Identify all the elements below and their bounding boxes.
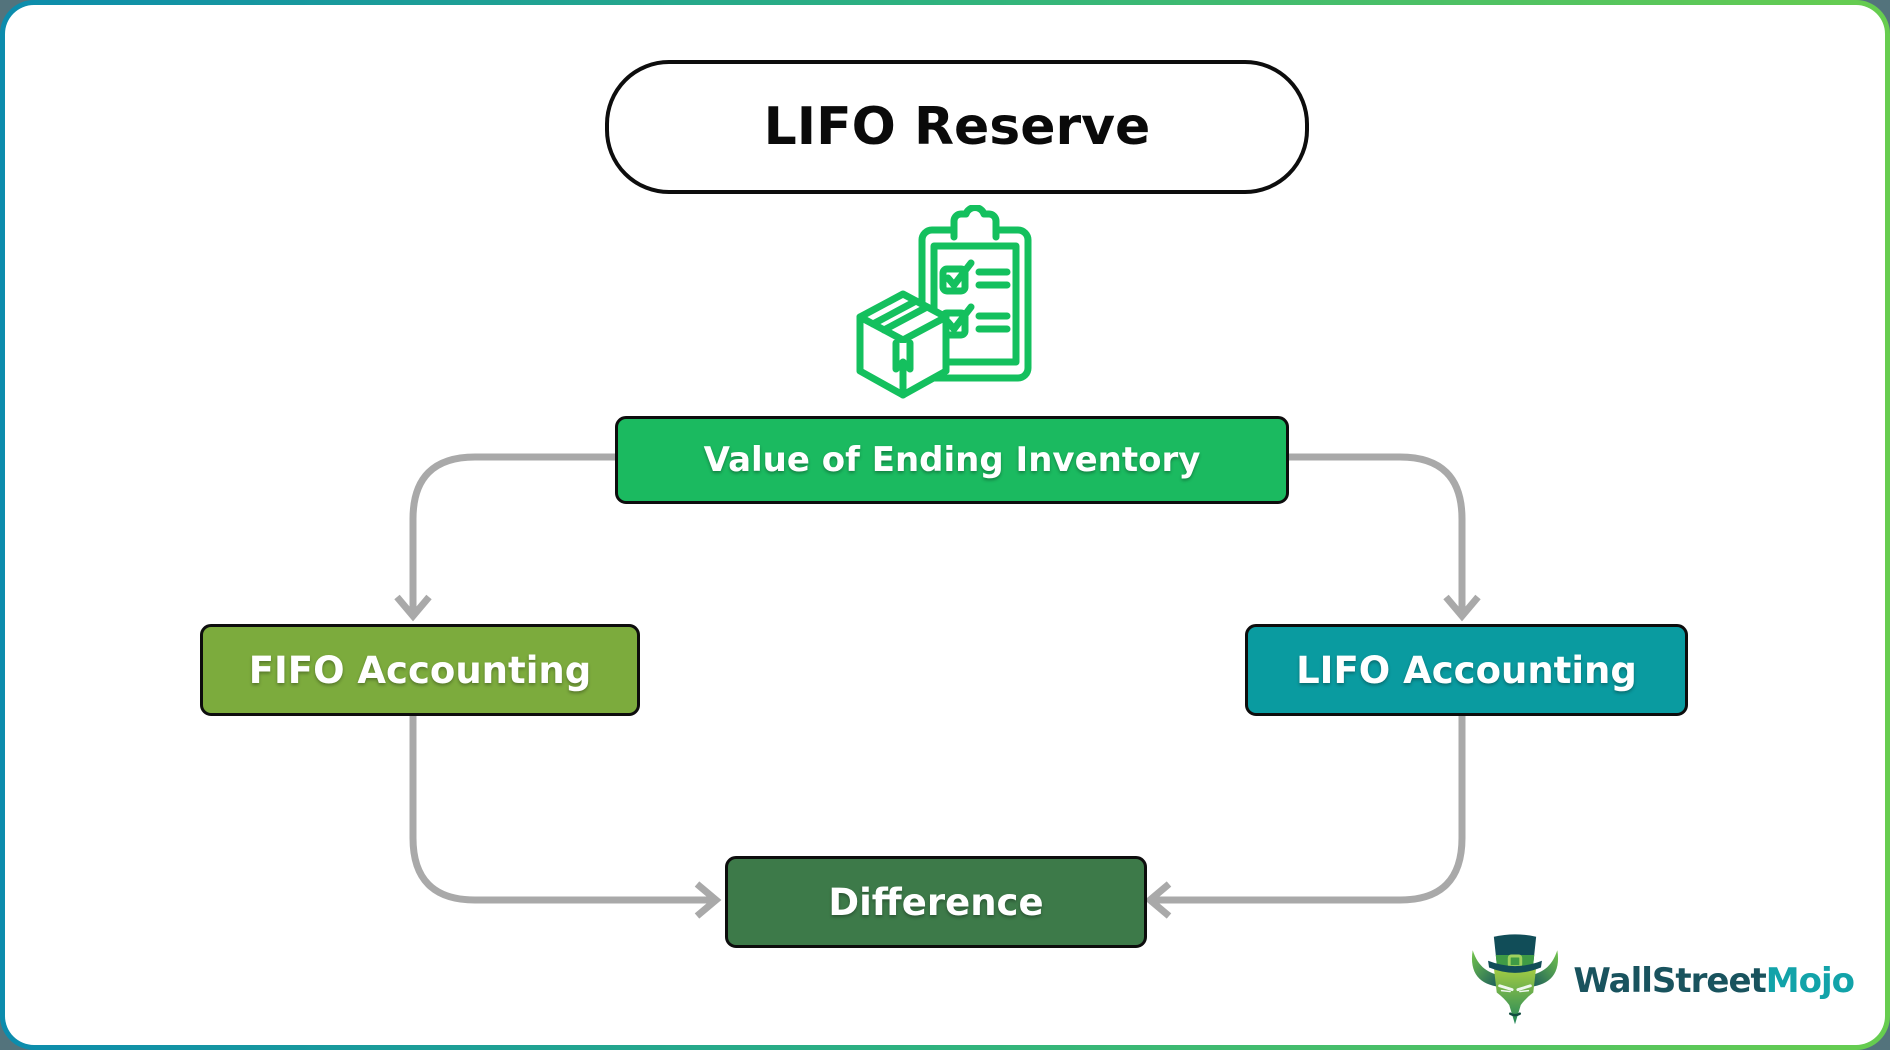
node-lifo-accounting: LIFO Accounting: [1245, 624, 1688, 716]
inventory-checklist-icon: [856, 205, 1032, 399]
node-difference: Difference: [725, 856, 1147, 948]
node-label: Value of Ending Inventory: [703, 440, 1201, 480]
node-label: Difference: [828, 880, 1044, 924]
title-pill: LIFO Reserve: [605, 60, 1309, 194]
page-title: LIFO Reserve: [763, 97, 1151, 157]
bull-mascot-icon: [1472, 934, 1559, 1025]
logo-text-primary: WallStreet: [1573, 961, 1766, 1001]
node-value-of-ending-inventory: Value of Ending Inventory: [615, 416, 1289, 504]
logo-wordmark: WallStreetMojo: [1573, 961, 1855, 1001]
node-label: FIFO Accounting: [248, 648, 592, 692]
node-fifo-accounting: FIFO Accounting: [200, 624, 640, 716]
wallstreetmojo-logo: WallStreetMojo: [1465, 928, 1855, 1034]
node-label: LIFO Accounting: [1296, 648, 1637, 692]
logo-text-accent: Mojo: [1765, 961, 1855, 1001]
